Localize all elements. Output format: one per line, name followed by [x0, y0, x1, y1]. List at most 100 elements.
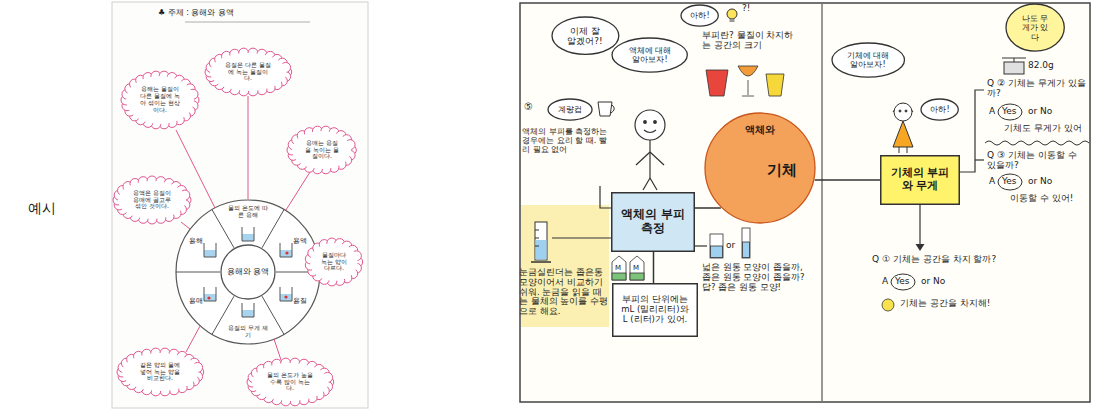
- tick: [535, 246, 539, 247]
- solute-dot: [285, 251, 288, 254]
- girl-figure: [893, 103, 913, 153]
- note-text: 부피란? 물질이 차지하는 공간의 크기: [702, 30, 802, 51]
- node-text: 액체와: [745, 124, 775, 136]
- node-text: 기체에 대해 알아보자!: [846, 51, 890, 69]
- wedge-label: 물의 온도에 따른 용해: [226, 205, 270, 219]
- arm: [636, 152, 650, 165]
- water: [204, 294, 216, 301]
- water: [280, 250, 292, 257]
- tick: [535, 238, 539, 239]
- yellow-glass: [766, 74, 784, 96]
- beaker-icon: [280, 287, 292, 301]
- graduated-cylinder-icon: [531, 222, 551, 262]
- topic-circle: 액체와기체: [704, 112, 816, 224]
- water: [280, 294, 292, 301]
- wedge-label: 용해: [186, 237, 206, 245]
- ellipse-outline: [221, 245, 275, 299]
- cloud-fill: [118, 181, 186, 219]
- stick-figure: [635, 110, 665, 190]
- cylinder: [535, 222, 547, 260]
- beaker: [280, 287, 292, 301]
- cloud-fill: [210, 53, 287, 91]
- bulb: [727, 9, 737, 19]
- leader-line: [960, 90, 984, 172]
- node-text: 물의 온도가 높을수록 많이 녹는다.: [267, 372, 313, 393]
- tick: [535, 230, 539, 231]
- answer-choice: Yes: [1002, 176, 1017, 186]
- ellipse-outline: [921, 99, 958, 120]
- answer-circle: [998, 174, 1022, 190]
- node-text: 기체의 부피와 무게: [888, 167, 952, 192]
- text-group: 부피의 단위에는 mL (밀리리터)와 L (리터)가 있어.: [620, 295, 690, 324]
- node-text: 같은 양의 물에 넣어 녹는 양을 비교한다.: [137, 362, 183, 383]
- cylinder-compare-icons: [710, 228, 750, 258]
- box-outline: [881, 156, 960, 205]
- water: [242, 234, 254, 241]
- node-text: 나도 무게가 있다: [1018, 14, 1052, 42]
- cloud-tails: [176, 96, 310, 360]
- answer-choice: Yes: [1002, 106, 1017, 116]
- wedge-label: 용질의 무게 재기: [226, 325, 270, 339]
- answer-circle: [891, 274, 915, 290]
- milk-carton: [612, 256, 626, 280]
- head: [635, 110, 665, 140]
- beaker: [242, 303, 254, 317]
- beaker-icon: [280, 243, 292, 257]
- milk-carton-icons: [612, 256, 644, 280]
- speech-bubble: 액체에 대해 알아보자!: [611, 37, 688, 73]
- text-group: 기체의 부피와 무게: [888, 167, 952, 192]
- connector: [695, 207, 721, 209]
- answer-text: 기체는 공간을 차지해!: [900, 298, 1020, 308]
- eye: [905, 110, 907, 112]
- leader-line: [600, 186, 611, 208]
- head: [894, 103, 912, 121]
- ellipse-outline: [552, 17, 619, 54]
- leader-line: [274, 339, 281, 360]
- node-text: 용해는 물질이 다른 물질에 녹아 섞이는 현상이다.: [140, 86, 180, 114]
- beaker-icon: [242, 303, 254, 317]
- scale-body: [1004, 62, 1024, 74]
- text-group: 용해와 용액: [227, 267, 270, 276]
- water: [536, 240, 547, 260]
- note-cloud: 용질은 다른 물질에 녹는 물질이다.: [205, 48, 292, 96]
- ellipse-outline: [832, 43, 904, 77]
- left-sheet: [112, 2, 368, 408]
- note-text: 액체의 부피를 측정하는 경우에는 요리 할 때. 빨리 필요 없어: [522, 127, 608, 155]
- water: [711, 246, 723, 258]
- note-cloud: 용매는 용질을 녹이는 물질이다.: [287, 126, 356, 174]
- water: [204, 250, 216, 257]
- leg: [907, 147, 908, 153]
- text-group: 아하!: [690, 11, 709, 20]
- weight-value: 82.0g: [1028, 60, 1054, 70]
- node-text: 액체에 대해 알아보자!: [627, 46, 673, 64]
- ellipse-outline: [681, 5, 718, 26]
- note-cloud: 같은 양의 물에 넣어 녹는 양을 비교한다.: [117, 348, 204, 396]
- speech-bubble: 나도 무게가 있다: [1005, 3, 1065, 52]
- eye: [654, 121, 657, 124]
- carton-band: [612, 273, 626, 280]
- leg: [650, 178, 657, 190]
- beaker: [242, 227, 254, 241]
- ellipse-outline: [705, 113, 815, 223]
- note-text: 넓은 원통 모양이 좁을까, 좁은 원통 모양이 좁을까? 답? 좁은 원통 모…: [702, 263, 812, 292]
- leader-line: [181, 222, 190, 229]
- text-group: 액체에 대해 알아보자!: [627, 46, 673, 64]
- text-group: 용질은 다른 물질에 녹는 물질이다.: [225, 62, 271, 83]
- text-group: 기체에 대해 알아보자!: [846, 51, 890, 69]
- text-group: 용액은 용질이 용매에 골고루 섞인 것이다.: [132, 190, 172, 211]
- water: [242, 310, 254, 317]
- body: [649, 140, 650, 178]
- leg: [643, 178, 650, 190]
- text-group: 같은 양의 물에 넣어 녹는 양을 비교한다.: [137, 362, 183, 383]
- topic-underline: [185, 22, 310, 23]
- measuring-cup-icon: [598, 102, 614, 116]
- node-text: 용해와 용액: [227, 267, 270, 276]
- center-circle: 용해와 용액: [220, 244, 276, 300]
- leader-line: [186, 326, 200, 352]
- topic-box: 액체의 부피 측정: [611, 192, 695, 252]
- box-outline: [613, 284, 698, 337]
- water: [743, 242, 750, 258]
- answer-circle: [998, 104, 1022, 120]
- leader-line: [695, 245, 707, 246]
- wheel-divider: [176, 272, 220, 273]
